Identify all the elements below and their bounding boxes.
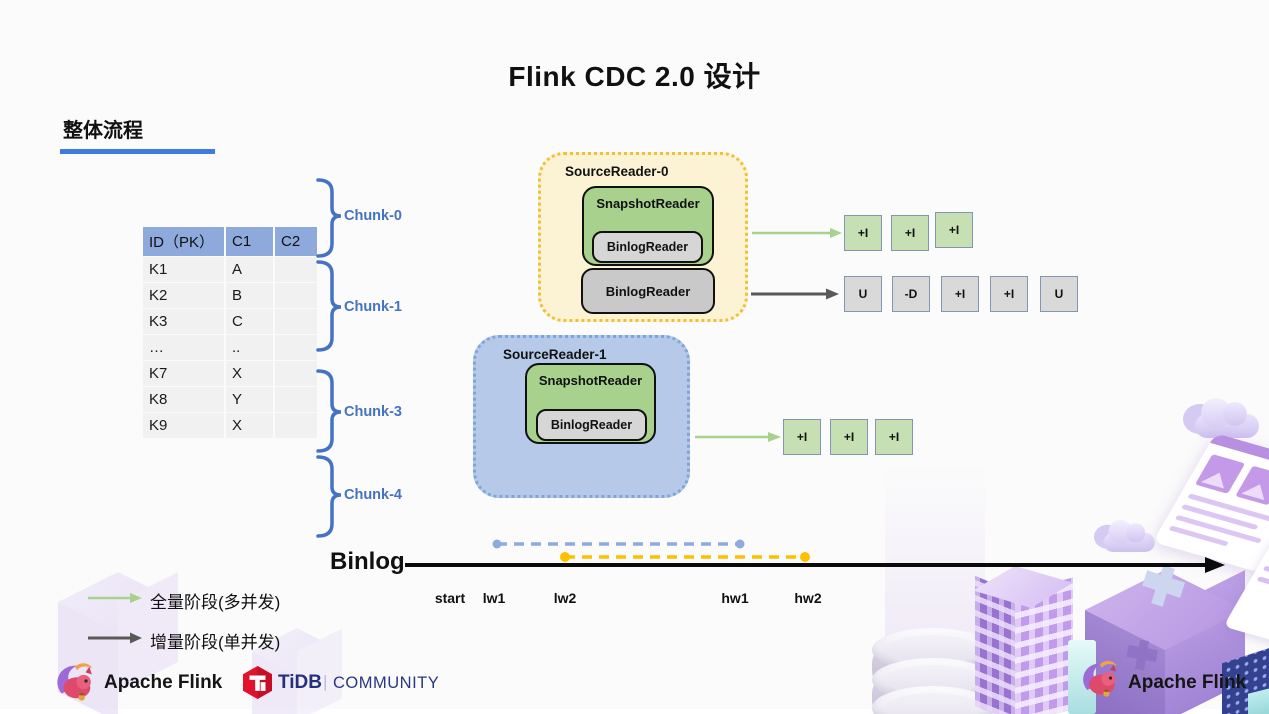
chunk-1-brace [316, 260, 342, 352]
source-reader-0: SourceReader-0 SnapshotReader BinlogRead… [538, 152, 748, 322]
full-phase-arrow-top [752, 228, 842, 238]
source-reader-1-label: SourceReader-1 [503, 347, 607, 362]
snapshot-reader-box: SnapshotReader BinlogReader [582, 186, 714, 266]
legend-full-phase-label: 全量阶段(多并发) [150, 593, 281, 612]
cell: B [226, 283, 273, 308]
heading-underline [60, 149, 215, 154]
cell: Y [226, 387, 273, 412]
tidb-logo [243, 666, 272, 699]
cell: A [226, 257, 273, 282]
event-box: +I [783, 419, 821, 455]
chunk-0-brace [316, 178, 342, 258]
chunk-label: Chunk-3 [344, 404, 402, 420]
bottom-edge-strip [0, 709, 1269, 714]
event-box: +I [891, 215, 929, 251]
tick-hw2: hw2 [794, 590, 822, 606]
cell: K7 [143, 361, 224, 386]
col-header-id: ID（PK） [143, 227, 224, 256]
incremental-phase-arrow [751, 288, 839, 300]
legend-full-phase-arrow [88, 593, 142, 603]
binlog-reader-inner-box: BinlogReader [592, 231, 703, 263]
chunk-label: Chunk-1 [344, 299, 402, 315]
event-box: +I [830, 419, 868, 455]
tidb-separator: | [323, 672, 328, 691]
col-header-c2: C2 [275, 227, 317, 256]
event-box: +I [990, 276, 1028, 312]
snapshot-reader-label: SnapshotReader [538, 373, 643, 388]
page-title: Flink CDC 2.0 设计 [508, 61, 761, 92]
chunk-3-brace [316, 369, 342, 453]
cell: .. [226, 335, 273, 360]
table-header-row: ID（PK） C1 C2 [143, 227, 317, 256]
cell [275, 283, 317, 308]
snapshot-reader-label: SnapshotReader [596, 196, 700, 211]
binlog-reader-label: BinlogReader [550, 418, 633, 432]
apache-flink-label-right: Apache Flink [1128, 672, 1247, 693]
cell: K1 [143, 257, 224, 282]
event-box: +I [844, 215, 882, 251]
chunk-label: Chunk-4 [344, 487, 402, 503]
binlog-timeline [405, 539, 1225, 573]
cell: K8 [143, 387, 224, 412]
cell: C [226, 309, 273, 334]
event-box: +I [875, 419, 913, 455]
cell: K2 [143, 283, 224, 308]
apache-flink-logo [1083, 661, 1117, 697]
binlog-axis-label: Binlog [330, 548, 405, 575]
cell: X [226, 361, 273, 386]
cell: X [226, 413, 273, 438]
cell: K3 [143, 309, 224, 334]
event-box: U [1040, 276, 1078, 312]
cell: K9 [143, 413, 224, 438]
light-beam-decor [885, 465, 985, 714]
snapshot-reader-box: SnapshotReader BinlogReader [525, 363, 656, 444]
apache-flink-logo [57, 663, 93, 701]
cell [275, 361, 317, 386]
cell [275, 387, 317, 412]
event-box: +I [941, 276, 979, 312]
binlog-reader-inner-box: BinlogReader [536, 409, 647, 441]
legend-incremental-phase-arrow [88, 632, 142, 644]
cell [275, 257, 317, 282]
chunk-label: Chunk-0 [344, 208, 402, 224]
col-header-c1: C1 [226, 227, 273, 256]
cell [275, 335, 317, 360]
event-box: +I [935, 212, 973, 248]
table-row: ….. [143, 335, 317, 360]
binlog-reader-label: BinlogReader [606, 240, 689, 254]
cell [275, 413, 317, 438]
cell: … [143, 335, 224, 360]
cell [275, 309, 317, 334]
tick-hw1: hw1 [721, 590, 749, 606]
binlog-reader-label: BinlogReader [605, 283, 691, 299]
source-reader-1: SourceReader-1 SnapshotReader BinlogRead… [473, 335, 690, 498]
cloud-icon [1183, 392, 1265, 438]
community-label: COMMUNITY [333, 674, 440, 692]
tick-start: start [434, 590, 466, 606]
event-box: U [844, 276, 882, 312]
building-decor [973, 566, 1075, 714]
apache-flink-label-left: Apache Flink [104, 672, 223, 693]
tick-lw2: lw2 [553, 590, 577, 606]
tidb-label: TiDB [278, 672, 322, 693]
source-reader-0-label: SourceReader-0 [565, 164, 669, 179]
full-phase-arrow-bottom [695, 432, 781, 442]
binlog-reader-outer-box: BinlogReader [581, 268, 715, 314]
tick-lw1: lw1 [482, 590, 506, 606]
event-box: -D [892, 276, 930, 312]
chunk-4-brace [316, 455, 342, 538]
legend-incremental-phase-label: 增量阶段(单并发) [150, 633, 281, 652]
section-heading: 整体流程 [63, 120, 143, 142]
